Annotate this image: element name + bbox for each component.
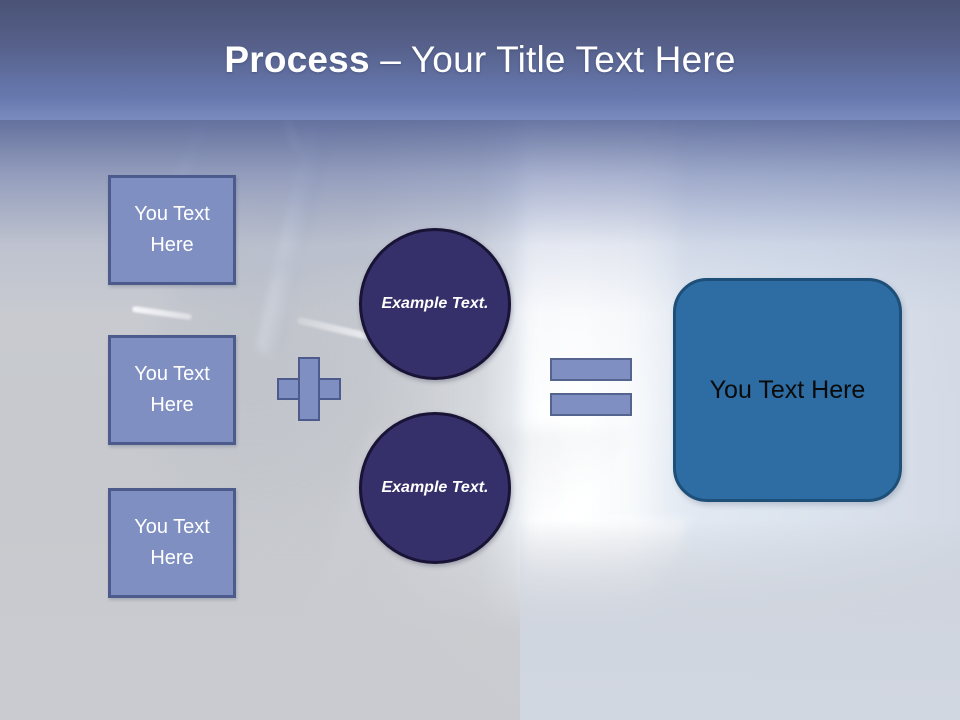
page-title-bold: Process [224, 39, 370, 80]
input-box-2[interactable]: You Text Here [108, 335, 236, 445]
input-box-3[interactable]: You Text Here [108, 488, 236, 598]
example-circle-2[interactable]: Example Text. [359, 412, 511, 564]
equals-icon-top-bar [550, 358, 632, 381]
background-bottom-right-overlay [520, 520, 960, 720]
page-title-rest: – Your Title Text Here [369, 39, 736, 80]
page-title: Process – Your Title Text Here [224, 39, 735, 81]
result-box[interactable]: You Text Here [673, 278, 902, 502]
equals-icon [550, 358, 632, 416]
title-banner: Process – Your Title Text Here [0, 0, 960, 120]
example-circle-1[interactable]: Example Text. [359, 228, 511, 380]
equals-icon-bottom-bar [550, 393, 632, 416]
input-box-1[interactable]: You Text Here [108, 175, 236, 285]
plus-icon-center-fill [300, 380, 318, 398]
plus-icon [277, 357, 341, 421]
